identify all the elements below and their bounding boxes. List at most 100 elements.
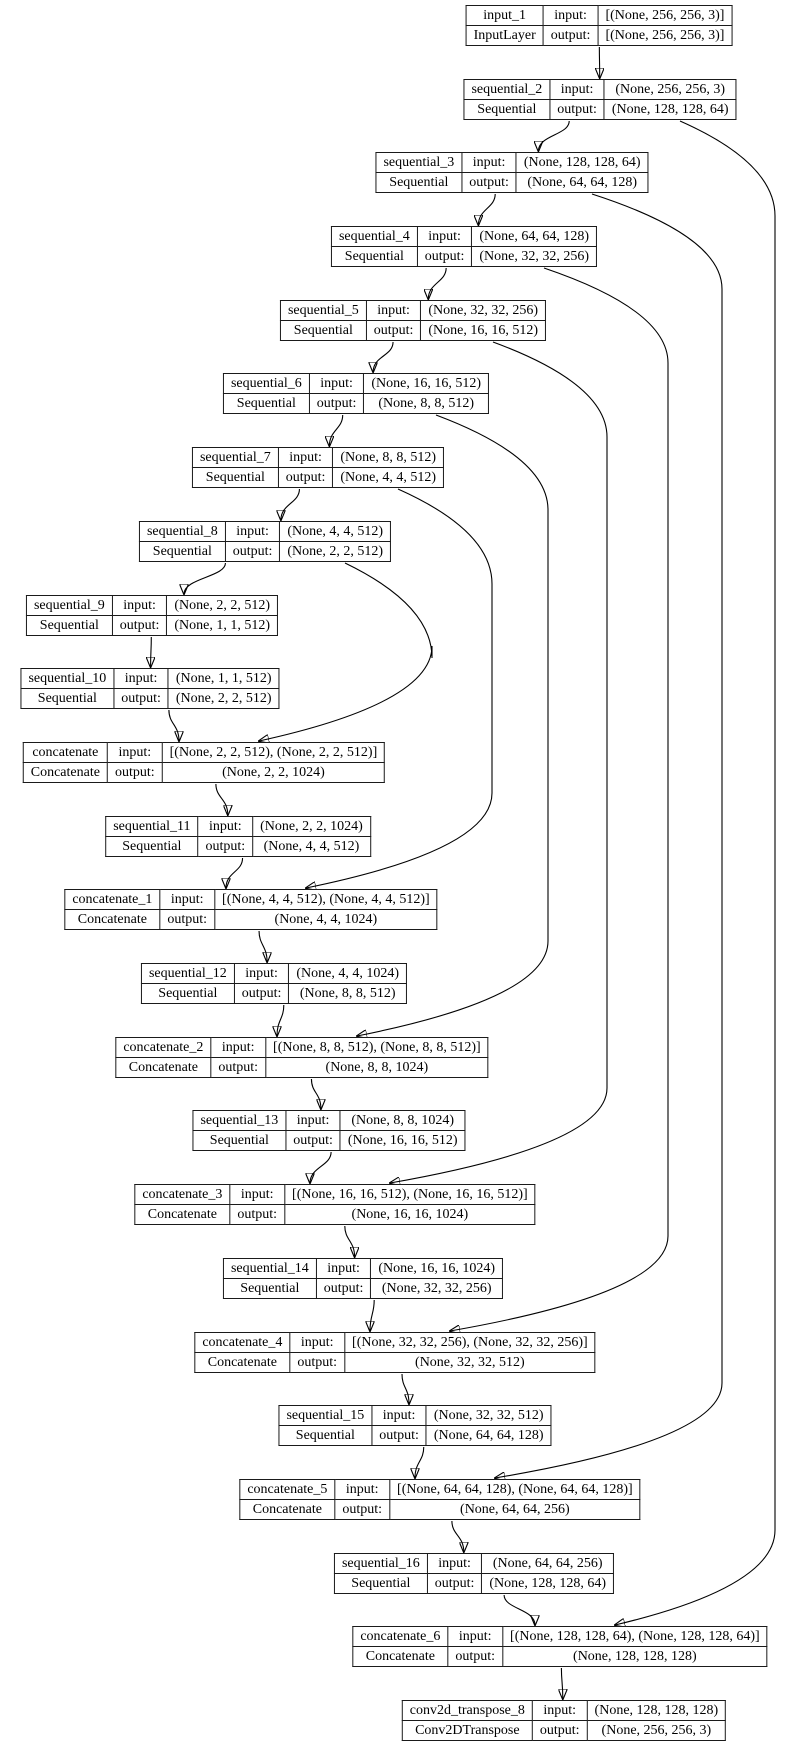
output-shape-value: (None, 4, 4, 512) bbox=[332, 467, 445, 488]
layer-type: InputLayer bbox=[465, 25, 544, 46]
edge-sequential-15-to-concatenate-5 bbox=[415, 1446, 425, 1478]
layer-name: sequential_4 bbox=[330, 226, 418, 247]
edge-sequential-3-to-concatenate-5 bbox=[495, 193, 723, 1478]
input-label: input: bbox=[549, 79, 605, 100]
layer-name: sequential_2 bbox=[463, 79, 551, 100]
layer-name: concatenate_5 bbox=[239, 1479, 336, 1500]
input-label: input: bbox=[111, 595, 168, 616]
layer-name: sequential_14 bbox=[222, 1258, 317, 1279]
input-shape-value: (None, 16, 16, 1024) bbox=[370, 1258, 504, 1279]
input-label: input: bbox=[365, 300, 422, 321]
output-shape-value: (None, 64, 64, 128) bbox=[425, 1425, 552, 1446]
input-label: input: bbox=[113, 668, 169, 689]
output-shape-value: (None, 128, 128, 64) bbox=[603, 99, 737, 120]
input-label: input: bbox=[334, 1479, 391, 1500]
edge-sequential-6-to-sequential-7 bbox=[329, 414, 344, 446]
layer-type: Sequential bbox=[20, 688, 115, 709]
input-label: input: bbox=[197, 816, 254, 837]
layer-name: input_1 bbox=[465, 5, 544, 26]
layer-name: concatenate_4 bbox=[194, 1332, 291, 1353]
input-shape-value: (None, 2, 2, 1024) bbox=[252, 816, 371, 837]
output-shape-value: (None, 4, 4, 1024) bbox=[214, 909, 438, 930]
layer-type: Sequential bbox=[138, 541, 226, 562]
layer-name: sequential_12 bbox=[140, 963, 235, 984]
input-label: input: bbox=[531, 1700, 588, 1721]
output-label: output: bbox=[531, 1720, 588, 1741]
layer-type: Sequential bbox=[463, 99, 551, 120]
edge-sequential-7-to-concatenate-1 bbox=[306, 488, 493, 888]
output-shape-value: (None, 16, 16, 512) bbox=[339, 1130, 466, 1151]
input-label: input: bbox=[224, 521, 281, 542]
layer-name: sequential_13 bbox=[192, 1110, 287, 1131]
layer-name: concatenate_2 bbox=[115, 1037, 212, 1058]
edge-sequential-7-to-sequential-8 bbox=[281, 488, 300, 520]
output-label: output: bbox=[159, 909, 216, 930]
output-shape-value: (None, 8, 8, 512) bbox=[288, 983, 408, 1004]
input-shape-value: (None, 128, 128, 64) bbox=[515, 152, 649, 173]
layer-type: Concatenate bbox=[64, 909, 161, 930]
input-label: input: bbox=[447, 1626, 504, 1647]
output-label: output: bbox=[447, 1646, 504, 1667]
input-label: input: bbox=[229, 1184, 286, 1205]
input-label: input: bbox=[542, 5, 599, 26]
edge-sequential-13-to-concatenate-3 bbox=[310, 1151, 332, 1183]
edge-sequential-4-to-concatenate-4 bbox=[450, 267, 669, 1331]
output-label: output: bbox=[111, 615, 168, 636]
input-shape-value: (None, 8, 8, 1024) bbox=[339, 1110, 466, 1131]
input-label: input: bbox=[308, 373, 365, 394]
layer-name: conv2d_transpose_8 bbox=[401, 1700, 533, 1721]
edge-sequential-2-to-sequential-3 bbox=[538, 120, 570, 151]
layer-type: Concatenate bbox=[352, 1646, 449, 1667]
layer-name: sequential_8 bbox=[138, 521, 226, 542]
output-shape-value: (None, 128, 128, 64) bbox=[481, 1573, 615, 1594]
edge-sequential-10-to-concatenate bbox=[168, 709, 179, 741]
output-label: output: bbox=[210, 1057, 267, 1078]
layer-name: concatenate_6 bbox=[352, 1626, 449, 1647]
input-shape-value: (None, 2, 2, 512) bbox=[166, 595, 279, 616]
input-label: input: bbox=[106, 742, 163, 763]
input-shape-value: (None, 1, 1, 512) bbox=[167, 668, 280, 689]
output-shape-value: (None, 64, 64, 128) bbox=[515, 172, 649, 193]
input-label: input: bbox=[426, 1553, 483, 1574]
input-label: input: bbox=[159, 889, 216, 910]
input-label: input: bbox=[285, 1110, 341, 1131]
input-label: input: bbox=[233, 963, 290, 984]
edge-concatenate-to-sequential-11 bbox=[215, 783, 228, 815]
output-label: output: bbox=[371, 1425, 427, 1446]
layer-type: Sequential bbox=[222, 393, 310, 414]
input-shape-value: (None, 8, 8, 512) bbox=[332, 447, 445, 468]
input-label: input: bbox=[416, 226, 473, 247]
output-label: output: bbox=[285, 1130, 341, 1151]
layer-type: Sequential bbox=[375, 172, 463, 193]
input-shape-value: [(None, 8, 8, 512), (None, 8, 8, 512)] bbox=[265, 1037, 489, 1058]
input-shape-value: [(None, 64, 64, 128), (None, 64, 64, 128… bbox=[389, 1479, 641, 1500]
edge-concatenate-6-to-conv2d-transpose-8 bbox=[561, 1667, 562, 1699]
edge-concatenate-5-to-sequential-16 bbox=[451, 1520, 464, 1552]
edge-concatenate-4-to-sequential-15 bbox=[401, 1373, 409, 1404]
output-label: output: bbox=[289, 1352, 346, 1373]
edge-sequential-3-to-sequential-4 bbox=[478, 193, 496, 225]
layer-name: sequential_15 bbox=[278, 1405, 373, 1426]
layer-type: Sequential bbox=[192, 1130, 287, 1151]
layer-name: sequential_6 bbox=[222, 373, 310, 394]
input-shape-value: (None, 64, 64, 256) bbox=[481, 1553, 615, 1574]
output-label: output: bbox=[233, 983, 290, 1004]
output-shape-value: (None, 8, 8, 1024) bbox=[265, 1057, 489, 1078]
output-label: output: bbox=[277, 467, 334, 488]
edge-sequential-5-to-concatenate-3 bbox=[390, 341, 608, 1183]
layer-type: Sequential bbox=[279, 320, 367, 341]
edge-sequential-6-to-concatenate-2 bbox=[357, 414, 549, 1036]
edge-sequential-12-to-concatenate-2 bbox=[277, 1004, 285, 1036]
